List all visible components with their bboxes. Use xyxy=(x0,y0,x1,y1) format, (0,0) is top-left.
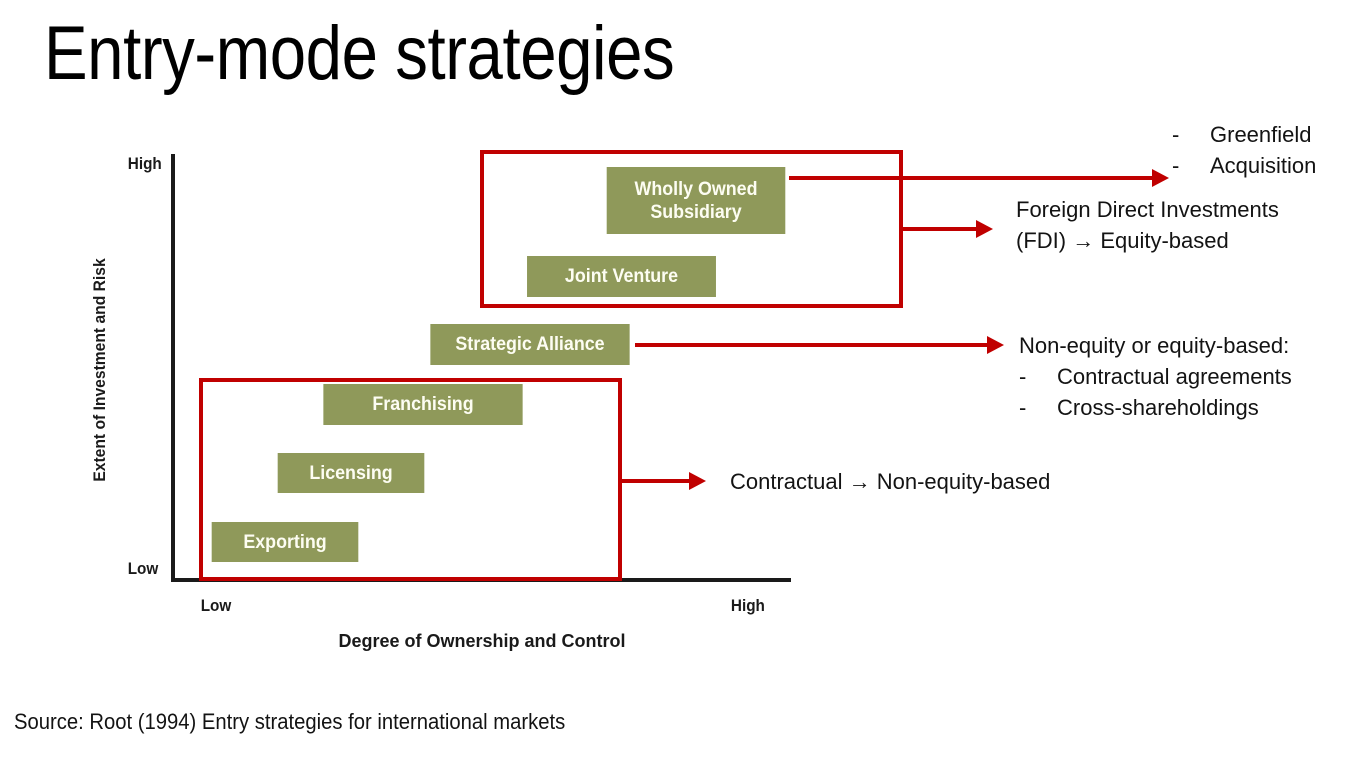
arrow-head-fdi xyxy=(976,220,993,238)
annotation-line-1: Contractual → Non-equity-based xyxy=(730,469,1051,494)
mode-label: Joint Venture xyxy=(564,266,679,287)
connector-line-acquisition xyxy=(789,176,1155,180)
annotation-contractual: Contractual → Non-equity-based xyxy=(730,466,1050,497)
annotation-heading: Non-equity or equity-based: xyxy=(1019,333,1290,358)
annotation-fdi-types: - Greenfield - Acquisition xyxy=(1172,119,1316,181)
annotation-line-1: Foreign Direct Investments xyxy=(1016,197,1279,222)
mode-bar-exporting: Exporting xyxy=(211,522,359,562)
x-axis-tick-low: Low xyxy=(200,596,232,615)
source-note: Source: Root (1994) Entry strategies for… xyxy=(14,709,566,734)
mode-bar-wholly-owned-subsidiary: Wholly Owned Subsidiary xyxy=(606,167,786,234)
mode-bar-franchising: Franchising xyxy=(323,384,523,425)
mode-label: Licensing xyxy=(309,462,393,484)
mode-label: Franchising xyxy=(372,394,474,415)
arrow-head-strategic-alliance xyxy=(987,336,1004,354)
bullet-label: Contractual agreements xyxy=(1057,364,1292,389)
annotation-line-2: (FDI) → Equity-based xyxy=(1016,228,1229,253)
arrow-head-contractual xyxy=(689,472,706,490)
bullet-label: Greenfield xyxy=(1210,122,1312,147)
bullet-cross-shareholdings: - Cross-shareholdings xyxy=(1019,392,1292,423)
mode-bar-licensing: Licensing xyxy=(277,453,425,493)
mode-bar-strategic-alliance: Strategic Alliance xyxy=(430,324,630,365)
annotation-fdi-equity: Foreign Direct Investments (FDI) → Equit… xyxy=(1016,194,1279,256)
mode-label-line2: Subsidiary xyxy=(650,201,742,223)
connector-line-fdi xyxy=(901,227,979,231)
y-axis-tick-high: High xyxy=(127,154,162,173)
bullet-label: Cross-shareholdings xyxy=(1057,395,1259,420)
bullet-contractual-agreements: - Contractual agreements xyxy=(1019,361,1292,392)
bullet-label: Acquisition xyxy=(1210,153,1317,178)
connector-line-contractual xyxy=(620,479,692,483)
x-axis-tick-high: High xyxy=(730,596,765,615)
x-axis-title: Degree of Ownership and Control xyxy=(338,631,626,651)
mode-label-line1: Wholly Owned xyxy=(634,178,758,200)
mode-label: Strategic Alliance xyxy=(455,334,605,355)
bullet-dash: - xyxy=(1019,364,1027,389)
bullet-dash: - xyxy=(1172,122,1180,147)
bullet-acquisition: - Acquisition xyxy=(1172,150,1316,181)
y-axis-title: Extent of Investment and Risk xyxy=(90,258,109,482)
mode-label: Exporting xyxy=(243,531,327,553)
mode-bar-joint-venture: Joint Venture xyxy=(527,256,716,297)
connector-line-strategic-alliance xyxy=(635,343,990,347)
y-axis-line xyxy=(171,154,175,582)
page-title: Entry-mode strategies xyxy=(44,11,675,96)
entry-mode-chart: High Low Low High Extent of Investment a… xyxy=(90,150,1169,651)
annotation-nonequity: Non-equity or equity-based: - Contractual… xyxy=(1019,330,1292,423)
arrow-head-acquisition xyxy=(1152,169,1169,187)
bullet-dash: - xyxy=(1172,153,1180,178)
y-axis-tick-low: Low xyxy=(127,559,159,578)
bullet-greenfield: - Greenfield xyxy=(1172,119,1316,150)
bullet-dash: - xyxy=(1019,395,1027,420)
